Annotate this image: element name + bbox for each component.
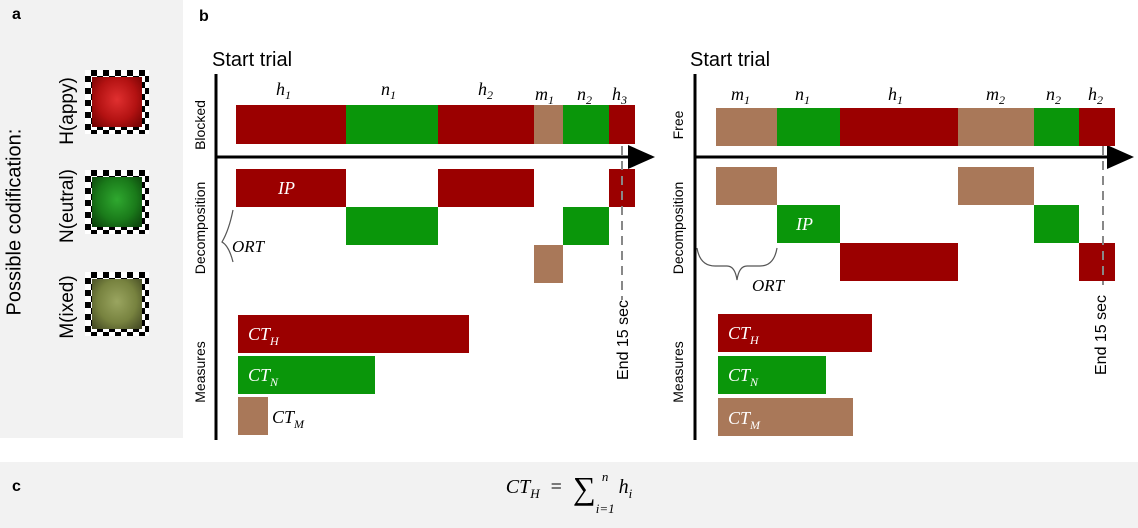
right-dec-n2 [1034, 205, 1079, 243]
left-sequence-labels: h1 n1 h2 m1 n2 h3 [276, 79, 627, 107]
right-measures-label: Measures [670, 341, 686, 402]
formula-term-sub: i [628, 486, 633, 501]
right-decomposition: IP ORT [696, 167, 1115, 295]
right-seq-n2: n2 [1046, 84, 1061, 107]
right-seq-m1: m1 [731, 84, 750, 107]
mixed-face-image [85, 272, 149, 336]
left-dec-n2 [563, 207, 609, 245]
left-seq-h1: h1 [276, 79, 291, 102]
left-dec-h1 [236, 169, 346, 207]
panel-b-label: b [199, 8, 209, 25]
panel-b-diagram: Start trial h1 n1 h2 m1 n2 h3 IP ORT End… [192, 49, 1134, 440]
left-start-label: Start trial [212, 49, 292, 71]
right-seg-h2 [1079, 108, 1115, 146]
right-ort-label: ORT [752, 276, 786, 295]
left-ct-m-label: CTM [272, 407, 305, 431]
formula-sum: ∑ [572, 470, 596, 506]
right-seq-h2: h2 [1088, 84, 1103, 107]
right-decomposition-label: Decomposition [670, 182, 686, 275]
right-dec-h2 [1079, 243, 1115, 281]
right-seg-m1 [716, 108, 777, 146]
right-dec-m2 [958, 167, 1034, 205]
left-measures: CTH CTN CTM [238, 315, 469, 435]
right-ort-brace [696, 247, 778, 281]
left-seq-n2: n2 [577, 84, 592, 107]
left-seq-m1: m1 [535, 84, 554, 107]
left-seq-h2: h2 [478, 79, 493, 102]
right-seq-n1: n1 [795, 84, 810, 107]
right-seg-n1 [777, 108, 840, 146]
left-ort-label: ORT [232, 237, 266, 256]
right-seq-m2: m2 [986, 84, 1005, 107]
left-decomposition: IP ORT [221, 169, 635, 283]
neutral-face-image [85, 170, 149, 234]
left-sequence-bar [236, 105, 635, 144]
left-ort-brace [221, 209, 234, 263]
right-seg-m2 [958, 108, 1034, 146]
formula-eq: = [550, 476, 562, 498]
left-seg-h1 [236, 105, 346, 144]
left-decomposition-label: Decomposition [192, 182, 208, 275]
left-seg-h2 [438, 105, 534, 144]
left-ct-n-bar [238, 356, 375, 394]
formula-upper: n [601, 469, 609, 484]
left-ct-n-label: CTN [248, 365, 279, 389]
left-ct-m-bar [238, 397, 268, 435]
happy-face-image [85, 70, 149, 134]
right-start-label: Start trial [690, 49, 770, 71]
right-ct-n-bar [718, 356, 826, 394]
left-end-label: End 15 sec [615, 300, 632, 380]
panel-c-label: c [12, 478, 21, 495]
right-dec-h1 [840, 243, 958, 281]
panel-c [0, 462, 1138, 528]
panel-a-label: a [12, 6, 21, 23]
formula-term: h [618, 476, 629, 498]
formula-lhs-sub: H [530, 486, 540, 501]
left-dec-h2 [438, 169, 534, 207]
left-seg-h3 [609, 105, 635, 144]
right-dec-n1 [777, 205, 840, 243]
right-ct-h-bar [718, 314, 872, 352]
right-ct-n-label: CTN [728, 365, 759, 389]
right-sequence-labels: m1 n1 h1 m2 n2 h2 [731, 84, 1103, 107]
left-seg-n2 [563, 105, 609, 144]
right-condition-label: Free [670, 110, 686, 139]
right-seq-h1: h1 [888, 84, 903, 107]
right-ct-m-bar [718, 398, 853, 436]
right-measures: CTH CTN CTM [718, 314, 872, 436]
right-end-label: End 15 sec [1093, 295, 1110, 375]
right-ct-h-label: CTH [728, 323, 760, 347]
left-condition-label: Blocked [192, 100, 208, 150]
formula-lower: i=1 [595, 501, 615, 516]
left-dec-h3 [609, 169, 635, 207]
left-seq-h3: h3 [612, 84, 627, 107]
right-sequence-bar [716, 108, 1115, 146]
left-dec-n1 [346, 207, 438, 245]
left-dec-m1 [534, 245, 563, 283]
left-seg-m1 [534, 105, 563, 144]
right-seg-n2 [1034, 108, 1079, 146]
left-ct-h-label: CTH [248, 324, 280, 348]
left-seg-n1 [346, 105, 438, 144]
right-ct-m-label: CTM [728, 408, 761, 432]
left-measures-label: Measures [192, 341, 208, 402]
right-ip-label: IP [795, 214, 813, 234]
left-ip-label: IP [277, 178, 295, 198]
left-ct-h-bar [238, 315, 469, 353]
right-seg-h1 [840, 108, 958, 146]
formula-lhs: CT [505, 476, 531, 498]
right-dec-m1 [716, 167, 777, 205]
left-seq-n1: n1 [381, 79, 396, 102]
